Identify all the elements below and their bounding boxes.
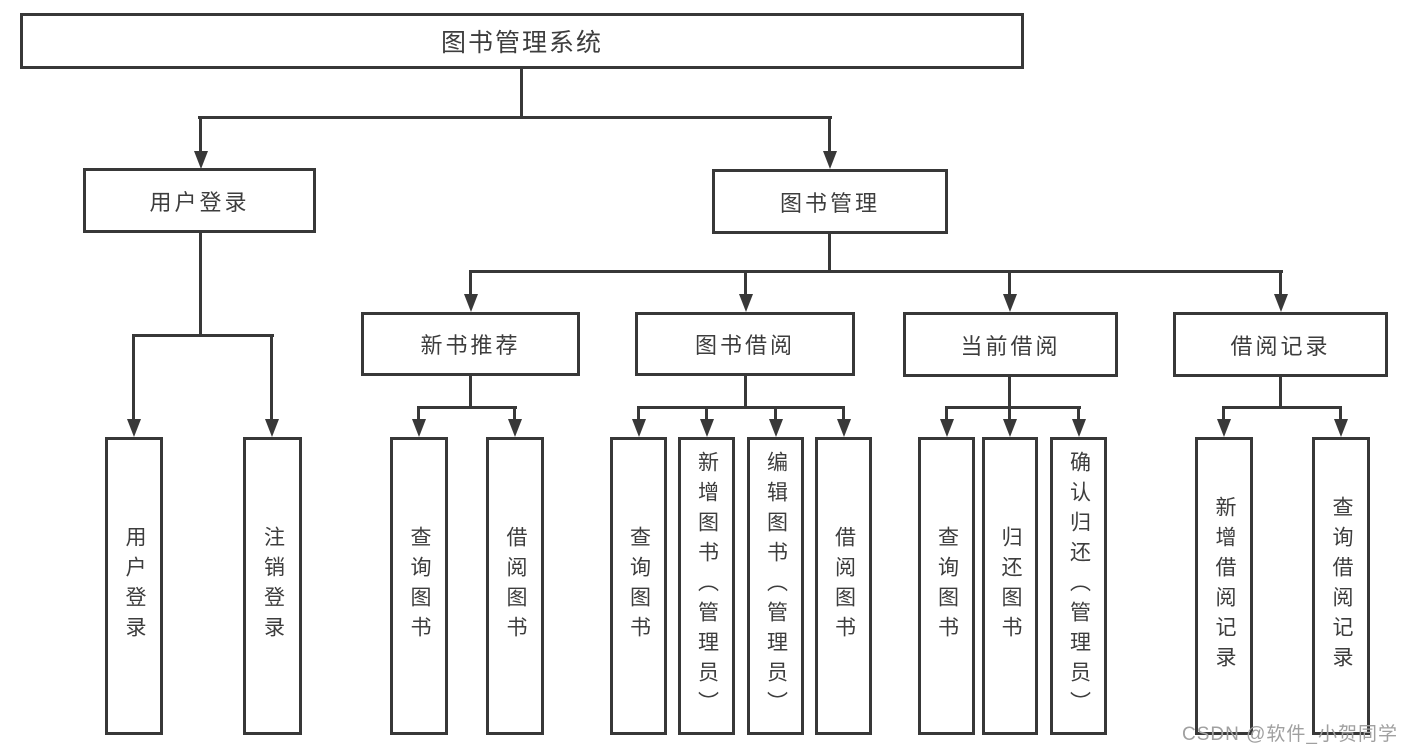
connector-line <box>469 270 472 296</box>
leaf-borrow-books: 借阅图书 <box>815 437 872 735</box>
leaf-query-books-borrow: 查询图书 <box>610 437 667 735</box>
arrowhead-down-icon <box>739 294 753 312</box>
connector-line <box>828 116 831 152</box>
connector-line <box>744 376 747 408</box>
connector-line <box>513 406 516 420</box>
arrowhead-down-icon <box>1334 419 1348 437</box>
leaf-return-books: 归还图书 <box>982 437 1038 735</box>
connector-line <box>1222 406 1225 420</box>
connector-line <box>132 334 135 419</box>
watermark: CSDN @软件_小贺同学 <box>1182 724 1398 745</box>
connector-line <box>828 234 831 272</box>
node-book-borrowing: 图书借阅 <box>635 312 855 376</box>
connector-line <box>1008 406 1011 420</box>
connector-line <box>945 406 1081 409</box>
connector-line <box>520 69 523 116</box>
arrowhead-down-icon <box>464 294 478 312</box>
connector-line <box>1279 377 1282 408</box>
connector-line <box>744 270 747 296</box>
arrowhead-down-icon <box>1274 294 1288 312</box>
arrowhead-down-icon <box>412 419 426 437</box>
arrowhead-down-icon <box>769 419 783 437</box>
connector-line <box>1222 406 1342 409</box>
node-current-borrowing: 当前借阅 <box>903 312 1118 377</box>
leaf-add-borrow-record: 新增借阅记录 <box>1195 437 1253 735</box>
node-new-book-recommendation: 新书推荐 <box>361 312 580 376</box>
connector-line <box>1008 270 1011 296</box>
connector-line <box>270 334 273 419</box>
arrowhead-down-icon <box>508 419 522 437</box>
connector-line <box>1008 377 1011 408</box>
leaf-edit-books-admin: 编辑图书（管理员） <box>747 437 804 735</box>
leaf-add-books-admin: 新增图书（管理员） <box>678 437 735 735</box>
node-user-login: 用户登录 <box>83 168 316 233</box>
connector-line <box>1077 406 1080 420</box>
arrowhead-down-icon <box>940 419 954 437</box>
arrowhead-down-icon <box>837 419 851 437</box>
connector-line <box>705 406 708 420</box>
arrowhead-down-icon <box>1072 419 1086 437</box>
leaf-query-books-recommend: 查询图书 <box>390 437 448 735</box>
node-borrowing-records: 借阅记录 <box>1173 312 1388 377</box>
leaf-query-borrow-record: 查询借阅记录 <box>1312 437 1370 735</box>
arrowhead-down-icon <box>1217 419 1231 437</box>
arrowhead-down-icon <box>1003 294 1017 312</box>
connector-line <box>417 406 517 409</box>
arrowhead-down-icon <box>632 419 646 437</box>
arrowhead-down-icon <box>127 419 141 437</box>
connector-line <box>637 406 845 409</box>
arrowhead-down-icon <box>1003 419 1017 437</box>
connector-line <box>469 270 1283 273</box>
connector-line <box>842 406 845 420</box>
connector-line <box>417 406 420 420</box>
connector-line <box>199 233 202 336</box>
leaf-borrow-books-recommend: 借阅图书 <box>486 437 544 735</box>
connector-line <box>198 116 832 119</box>
connector-line <box>774 406 777 420</box>
leaf-query-books-current: 查询图书 <box>918 437 975 735</box>
arrowhead-down-icon <box>194 151 208 169</box>
connector-line <box>637 406 640 420</box>
arrowhead-down-icon <box>823 151 837 169</box>
connector-line <box>469 376 472 408</box>
connector-line <box>945 406 948 420</box>
arrowhead-down-icon <box>700 419 714 437</box>
connector-line <box>1339 406 1342 420</box>
leaf-user-login: 用户登录 <box>105 437 163 735</box>
leaf-confirm-return-admin: 确认归还（管理员） <box>1050 437 1107 735</box>
node-library-management-system: 图书管理系统 <box>20 13 1024 69</box>
arrowhead-down-icon <box>265 419 279 437</box>
leaf-logout-login: 注销登录 <box>243 437 302 735</box>
connector-line <box>132 334 274 337</box>
connector-line <box>1279 270 1282 296</box>
connector-line <box>199 116 202 152</box>
node-book-management: 图书管理 <box>712 169 948 234</box>
